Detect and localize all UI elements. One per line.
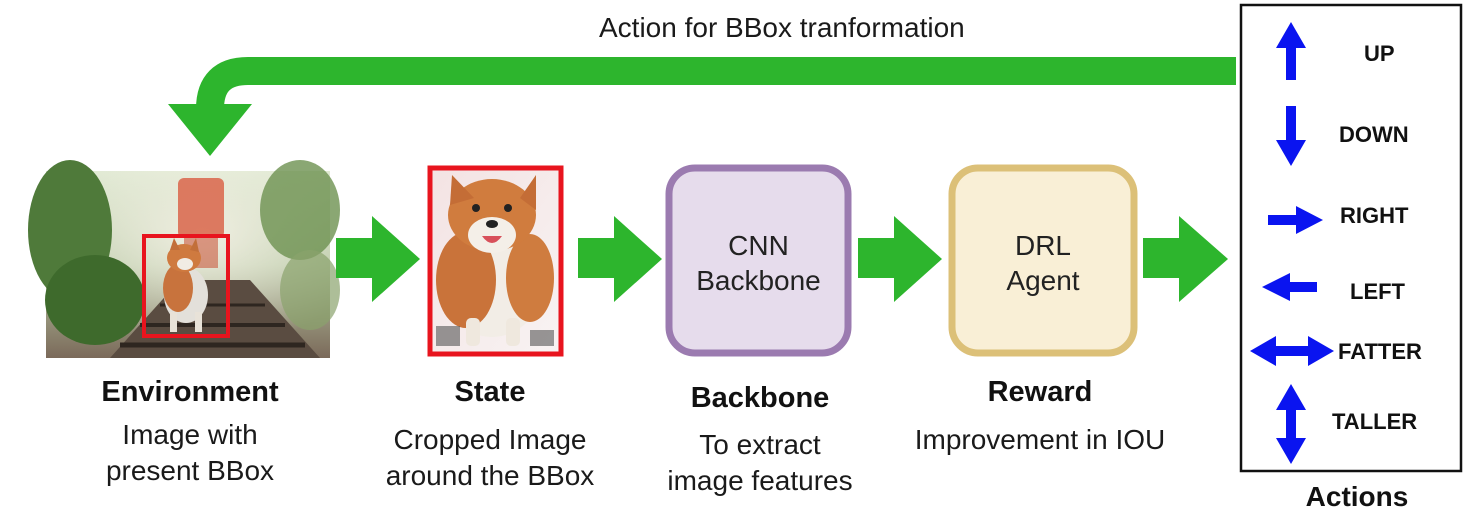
arrow-up-icon xyxy=(1276,22,1306,80)
arrow-left-icon xyxy=(1262,273,1317,301)
action-up-label: UP xyxy=(1364,41,1395,66)
cnn-backbone-box-label: CNN Backbone xyxy=(669,228,848,298)
cnn-backbone-line-2: Backbone xyxy=(696,265,821,296)
backbone-title: Backbone xyxy=(690,382,830,414)
action-right-label: RIGHT xyxy=(1340,203,1409,228)
reward-title: Reward xyxy=(987,376,1093,408)
environment-image xyxy=(28,160,340,358)
drl-agent-line-2: Agent xyxy=(1006,265,1080,296)
actions-panel xyxy=(1239,3,1463,473)
backbone-line-2: image features xyxy=(667,465,853,496)
environment-line-1: Image with xyxy=(122,419,258,450)
state-image xyxy=(427,165,564,357)
feedback-label: Action for BBox tranformation xyxy=(599,12,965,43)
flow-arrow-2 xyxy=(578,216,662,302)
backbone-line-1: To extract xyxy=(699,429,821,460)
arrow-up-down-icon xyxy=(1276,384,1306,464)
action-taller-label: TALLER xyxy=(1332,409,1418,434)
environment-line-2: present BBox xyxy=(105,455,275,486)
state-line-2: around the BBox xyxy=(385,460,595,491)
environment-title: Environment xyxy=(101,376,279,408)
action-left-label: LEFT xyxy=(1350,279,1405,304)
cropped-bbox xyxy=(427,165,564,357)
actions-title: Actions xyxy=(1305,481,1409,512)
flow-arrow-1 xyxy=(336,216,420,302)
arrow-right-icon xyxy=(1268,206,1323,234)
flow-arrow-3 xyxy=(858,216,942,302)
feedback-arrow xyxy=(168,57,1236,156)
state-line-1: Cropped Image xyxy=(393,424,587,455)
drl-agent-box xyxy=(948,164,1138,357)
arrow-left-right-icon xyxy=(1250,336,1334,366)
arrow-down-icon xyxy=(1276,106,1306,166)
flow-arrow-4 xyxy=(1143,216,1228,302)
cnn-backbone-box xyxy=(665,164,852,357)
drl-agent-box-label: DRL Agent xyxy=(952,228,1134,298)
reward-line-1: Improvement in IOU xyxy=(914,424,1166,455)
action-fatter-label: FATTER xyxy=(1338,339,1422,364)
state-title: State xyxy=(454,376,526,408)
action-down-label: DOWN xyxy=(1339,122,1409,147)
cnn-backbone-line-1: CNN xyxy=(728,230,789,261)
drl-agent-line-1: DRL xyxy=(1014,230,1071,261)
present-bbox xyxy=(142,234,230,338)
